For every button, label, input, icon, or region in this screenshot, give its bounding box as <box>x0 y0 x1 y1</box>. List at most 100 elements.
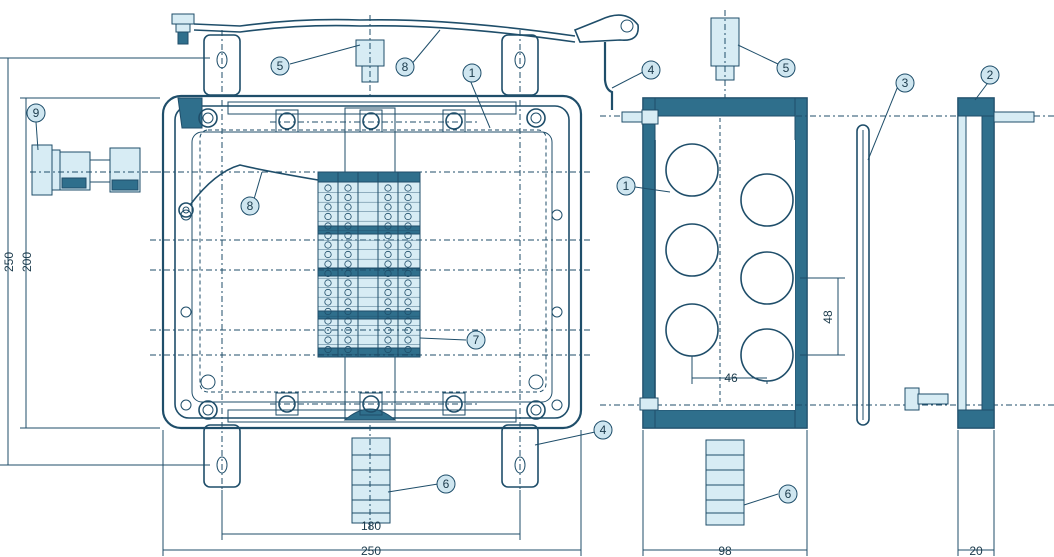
terminal-screw <box>404 241 412 249</box>
terminal-screw <box>344 184 352 192</box>
external-ground-wire <box>171 13 639 45</box>
terminal-screw <box>404 231 412 240</box>
terminal-screw <box>384 307 392 316</box>
svg-text:6: 6 <box>443 477 450 491</box>
terminal-screw <box>404 222 412 230</box>
terminal-screw <box>324 345 332 354</box>
terminal-screw <box>324 298 332 306</box>
terminal-screw <box>324 279 332 287</box>
lid-screws <box>198 108 546 420</box>
mounting-lug-bottom-left <box>203 424 241 488</box>
svg-text:1: 1 <box>469 66 476 80</box>
terminal-screw <box>404 260 412 268</box>
terminal-screw <box>344 193 352 202</box>
terminal-screw <box>384 250 392 259</box>
side-view <box>600 10 1054 556</box>
dim-overall-width: 250 <box>361 544 381 557</box>
terminal-screw <box>324 326 332 335</box>
callout-9: 9 <box>26 103 46 123</box>
terminal-screw <box>324 184 332 192</box>
terminal-screw <box>324 260 332 268</box>
terminal-screw <box>384 231 392 240</box>
dim-mounting-width: 180 <box>361 519 381 533</box>
svg-text:1: 1 <box>623 179 630 193</box>
terminal-screw <box>324 231 332 240</box>
dim-depth: 98 <box>718 544 732 557</box>
svg-text:8: 8 <box>402 60 409 74</box>
svg-text:7: 7 <box>473 333 480 347</box>
dim-overall-height: 250 <box>2 252 16 272</box>
callout-1-front: 1 <box>462 63 482 83</box>
callout-5-side: 5 <box>776 58 796 78</box>
terminal-screw <box>404 336 412 344</box>
terminal-screw <box>324 241 332 249</box>
terminal-screw <box>384 241 392 249</box>
terminal-screw <box>324 212 332 221</box>
svg-text:5: 5 <box>277 59 284 73</box>
terminal-screw <box>404 212 412 221</box>
svg-text:3: 3 <box>902 76 909 90</box>
terminal-screw <box>324 193 332 202</box>
callout-8-top: 8 <box>395 57 415 77</box>
svg-text:5: 5 <box>783 61 790 75</box>
terminal-screw <box>404 298 412 306</box>
callout-4-side: 4 <box>641 60 661 80</box>
terminal-screw <box>404 269 412 278</box>
terminal-screw <box>404 288 412 297</box>
callout-3: 3 <box>895 73 915 93</box>
terminal-screw <box>404 193 412 202</box>
terminal-screw <box>344 203 352 211</box>
callout-8-inner: 8 <box>240 196 260 216</box>
dim-lid-thickness: 20 <box>969 544 983 557</box>
dim-inner-height: 200 <box>20 252 34 272</box>
cable-gland-top <box>355 15 385 95</box>
terminal-screw <box>384 336 392 344</box>
callout-2: 2 <box>980 65 1000 85</box>
terminal-screw <box>384 212 392 221</box>
terminal-screw <box>344 345 352 354</box>
terminal-screw <box>344 279 352 287</box>
lid-view <box>904 97 1035 556</box>
terminal-screw <box>344 212 352 221</box>
terminal-screw <box>384 184 392 192</box>
terminal-screw <box>344 288 352 297</box>
terminal-screw <box>384 260 392 268</box>
terminal-screw <box>344 298 352 306</box>
terminal-block <box>317 171 421 358</box>
dim-hole-horizontal-spacing: 46 <box>724 371 738 385</box>
enclosure-body <box>161 94 583 430</box>
terminal-screw <box>384 222 392 230</box>
internal-ground-wire <box>189 164 319 206</box>
callout-6-side: 6 <box>778 484 798 504</box>
terminal-screw <box>404 345 412 354</box>
callout-7: 7 <box>466 330 486 350</box>
terminal-screw <box>384 298 392 306</box>
gasket-seal <box>856 124 870 426</box>
cable-gland-bottom <box>351 425 391 530</box>
mounting-lug-bottom-right <box>501 424 539 488</box>
terminal-screw <box>344 317 352 325</box>
terminal-screw <box>404 307 412 316</box>
terminal-screw <box>324 288 332 297</box>
leader-lines <box>35 29 991 506</box>
terminal-screw <box>324 307 332 316</box>
callout-5-front: 5 <box>270 56 290 76</box>
terminal-screw <box>324 336 332 344</box>
cable-gland-side <box>31 144 141 196</box>
terminal-screw <box>344 241 352 249</box>
callout-6-front: 6 <box>436 474 456 494</box>
terminal-screw <box>404 203 412 211</box>
terminal-screw <box>324 317 332 325</box>
terminal-screw <box>384 345 392 354</box>
svg-text:6: 6 <box>785 487 792 501</box>
terminal-screw <box>384 279 392 287</box>
terminal-screw <box>384 203 392 211</box>
svg-text:8: 8 <box>247 199 254 213</box>
terminal-screw <box>344 250 352 259</box>
terminal-screw <box>404 279 412 287</box>
svg-text:9: 9 <box>33 106 40 120</box>
terminal-screw <box>404 250 412 259</box>
terminal-screw <box>384 288 392 297</box>
